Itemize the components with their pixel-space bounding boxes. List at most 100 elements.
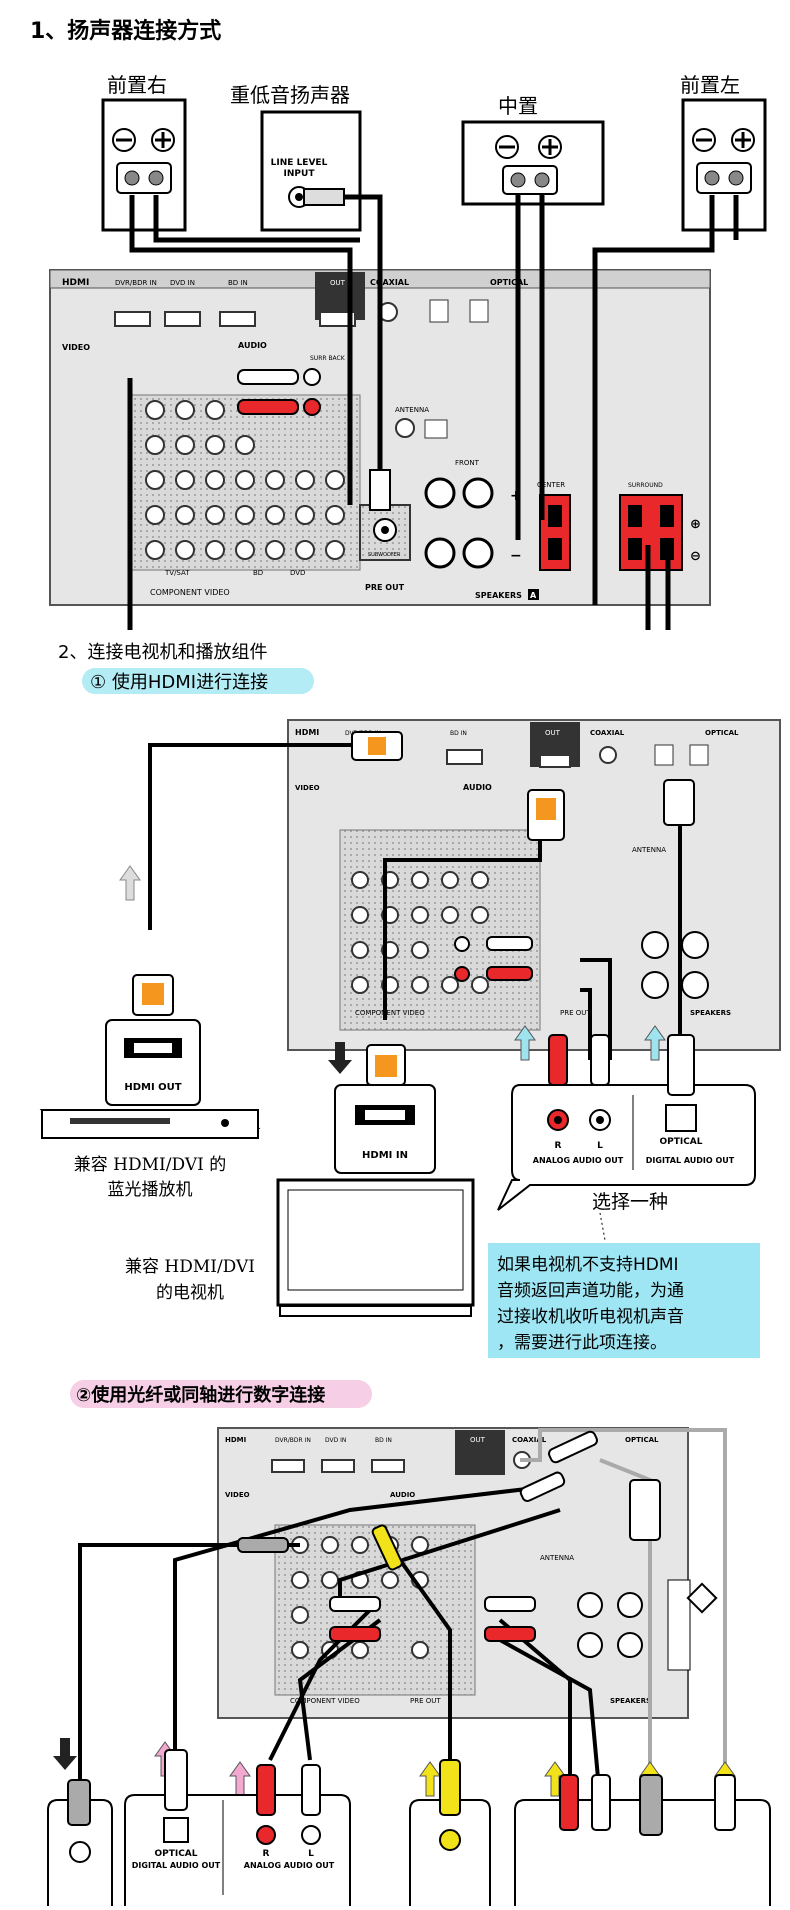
arrow-down-icon-2 bbox=[53, 1738, 77, 1770]
pre-out-label: PRE OUT bbox=[365, 583, 405, 592]
line-level-input-label: LINE LEVEL bbox=[271, 158, 328, 168]
player-caption-2: 蓝光播放机 bbox=[108, 1180, 193, 1200]
svg-text:SPEAKERS: SPEAKERS bbox=[610, 1697, 651, 1705]
svg-text:DVD IN: DVD IN bbox=[325, 1437, 346, 1444]
svg-text:HDMI: HDMI bbox=[225, 1436, 246, 1444]
front-left-speaker bbox=[681, 98, 767, 232]
jack-grid-1 bbox=[145, 400, 345, 560]
svg-text:VIDEO: VIDEO bbox=[62, 343, 90, 352]
svg-text:COMPONENT VIDEO: COMPONENT VIDEO bbox=[290, 1697, 360, 1705]
speaker-cables-1 bbox=[127, 194, 739, 630]
svg-text:DVD: DVD bbox=[290, 569, 305, 577]
front-left-label: 前置左 bbox=[680, 73, 740, 97]
svg-text:SURR BACK: SURR BACK bbox=[310, 355, 346, 362]
svg-text:BD: BD bbox=[253, 569, 263, 577]
svg-text:A: A bbox=[530, 591, 537, 600]
svg-text:ANTENNA: ANTENNA bbox=[395, 406, 429, 414]
bottom-device-boxes: OPTICAL DIGITAL AUDIO OUT R L ANALOG AUD… bbox=[47, 1749, 771, 1906]
svg-text:AUDIO: AUDIO bbox=[238, 341, 267, 350]
receiver1-hdmi-label: HDMI bbox=[62, 278, 89, 288]
svg-text:PRE OUT: PRE OUT bbox=[410, 1697, 441, 1705]
svg-text:OPTICAL: OPTICAL bbox=[154, 1849, 197, 1859]
svg-text:HDMI IN: HDMI IN bbox=[362, 1150, 408, 1161]
arrow-up-icon bbox=[119, 865, 141, 901]
svg-text:ANTENNA: ANTENNA bbox=[632, 846, 666, 854]
svg-text:COAXIAL: COAXIAL bbox=[590, 729, 625, 737]
hdmi-in-connector: HDMI IN bbox=[334, 1044, 436, 1174]
svg-text:OUT: OUT bbox=[470, 1436, 486, 1444]
arrow-up-cyan-icon bbox=[514, 1025, 536, 1061]
svg-text:COMPONENT VIDEO: COMPONENT VIDEO bbox=[355, 1009, 425, 1017]
svg-text:VIDEO: VIDEO bbox=[225, 1491, 250, 1499]
player-caption-1: 兼容 HDMI/DVI 的 bbox=[74, 1155, 226, 1175]
svg-text:ANTENNA: ANTENNA bbox=[540, 1554, 574, 1562]
svg-text:OPTICAL: OPTICAL bbox=[705, 729, 739, 737]
svg-text:SURROUND: SURROUND bbox=[628, 482, 663, 489]
note-line-2: 音频返回声道功能，为通 bbox=[497, 1281, 684, 1301]
section2-title: 2、连接电视机和播放组件 bbox=[58, 642, 267, 663]
receiver-panel-3: HDMI DVR/BDR IN DVD IN BD IN OUT COAXIAL… bbox=[217, 1427, 691, 1719]
choose-one-label: 选择一种 bbox=[592, 1191, 668, 1213]
optical-plug-top bbox=[663, 779, 695, 826]
note-pointer bbox=[599, 1212, 606, 1241]
sub2-title: ②使用光纤或同轴进行数字连接 bbox=[76, 1384, 325, 1406]
center-label: 中置 bbox=[498, 94, 538, 118]
speakers-label: SPEAKERS bbox=[475, 591, 522, 600]
tv-set bbox=[276, 1178, 475, 1317]
svg-text:DIGITAL AUDIO OUT: DIGITAL AUDIO OUT bbox=[132, 1861, 221, 1870]
receiver-panel-2: HDMI DVR/BDR IN BD IN OUT COAXIAL OPTICA… bbox=[287, 719, 781, 1051]
svg-text:BD IN: BD IN bbox=[375, 1437, 392, 1444]
arrow-up-pink-icon-2 bbox=[229, 1761, 251, 1797]
section1-title: 1、扬声器连接方式 bbox=[30, 18, 221, 44]
svg-text:−: − bbox=[510, 548, 522, 564]
svg-text:ANALOG AUDIO OUT: ANALOG AUDIO OUT bbox=[533, 1156, 624, 1165]
arrow-up-cyan-icon-2 bbox=[644, 1025, 666, 1061]
svg-text:HDMI: HDMI bbox=[295, 728, 319, 737]
svg-text:DVR/BDR IN: DVR/BDR IN bbox=[115, 279, 157, 287]
front-right-label: 前置右 bbox=[107, 73, 167, 97]
subwoofer-box: LINE LEVEL INPUT bbox=[260, 110, 362, 232]
svg-text:HDMI OUT: HDMI OUT bbox=[124, 1082, 181, 1093]
hdmi-out-connector: HDMI OUT bbox=[105, 974, 201, 1106]
svg-text:L: L bbox=[308, 1849, 314, 1859]
jack-grid-2 bbox=[351, 871, 489, 994]
note-line-3: 过接收机收听电视机声音 bbox=[497, 1307, 684, 1327]
svg-text:⊕: ⊕ bbox=[690, 517, 701, 532]
svg-text:OPTICAL: OPTICAL bbox=[625, 1436, 659, 1444]
plugs-3 bbox=[237, 1430, 718, 1642]
svg-text:⊖: ⊖ bbox=[690, 549, 701, 564]
svg-text:ANALOG AUDIO OUT: ANALOG AUDIO OUT bbox=[244, 1861, 335, 1870]
svg-text:R: R bbox=[555, 1141, 562, 1151]
svg-text:VIDEO: VIDEO bbox=[295, 784, 320, 792]
svg-text:OUT: OUT bbox=[545, 729, 561, 737]
svg-text:CENTER: CENTER bbox=[537, 481, 565, 489]
sub2-highlight bbox=[70, 1380, 372, 1408]
svg-text:R: R bbox=[263, 1849, 270, 1859]
sub-plug-1 bbox=[369, 469, 391, 511]
svg-text:INPUT: INPUT bbox=[284, 169, 316, 179]
note-line-4: ，需要进行此项连接。 bbox=[497, 1333, 667, 1353]
hdmi-plug-top bbox=[351, 731, 403, 761]
svg-text:COAXIAL: COAXIAL bbox=[370, 278, 409, 287]
svg-text:BD IN: BD IN bbox=[228, 279, 248, 287]
svg-text:SPEAKERS: SPEAKERS bbox=[690, 1009, 731, 1017]
note-line-1: 如果电视机不支持HDMI bbox=[497, 1255, 679, 1275]
svg-text:AUDIO: AUDIO bbox=[463, 783, 492, 792]
svg-text:OUT: OUT bbox=[330, 279, 346, 287]
sub1-title: ① 使用HDMI进行连接 bbox=[90, 672, 268, 693]
svg-text:TV/SAT: TV/SAT bbox=[164, 569, 190, 577]
front-right-speaker bbox=[101, 98, 187, 232]
svg-text:FRONT: FRONT bbox=[455, 459, 480, 467]
svg-text:BD IN: BD IN bbox=[450, 730, 467, 737]
svg-text:DVR/BDR IN: DVR/BDR IN bbox=[275, 1437, 311, 1444]
component-video-label: COMPONENT VIDEO bbox=[150, 588, 230, 597]
svg-text:L: L bbox=[597, 1141, 603, 1151]
tv-caption-2: 的电视机 bbox=[156, 1283, 224, 1303]
svg-text:AUDIO: AUDIO bbox=[390, 1491, 415, 1499]
svg-text:DIGITAL AUDIO OUT: DIGITAL AUDIO OUT bbox=[646, 1156, 735, 1165]
svg-text:SUBWOOFER: SUBWOOFER bbox=[368, 552, 401, 558]
tv-caption-1: 兼容 HDMI/DVI bbox=[125, 1257, 255, 1277]
arrow-down-icon bbox=[328, 1042, 352, 1074]
